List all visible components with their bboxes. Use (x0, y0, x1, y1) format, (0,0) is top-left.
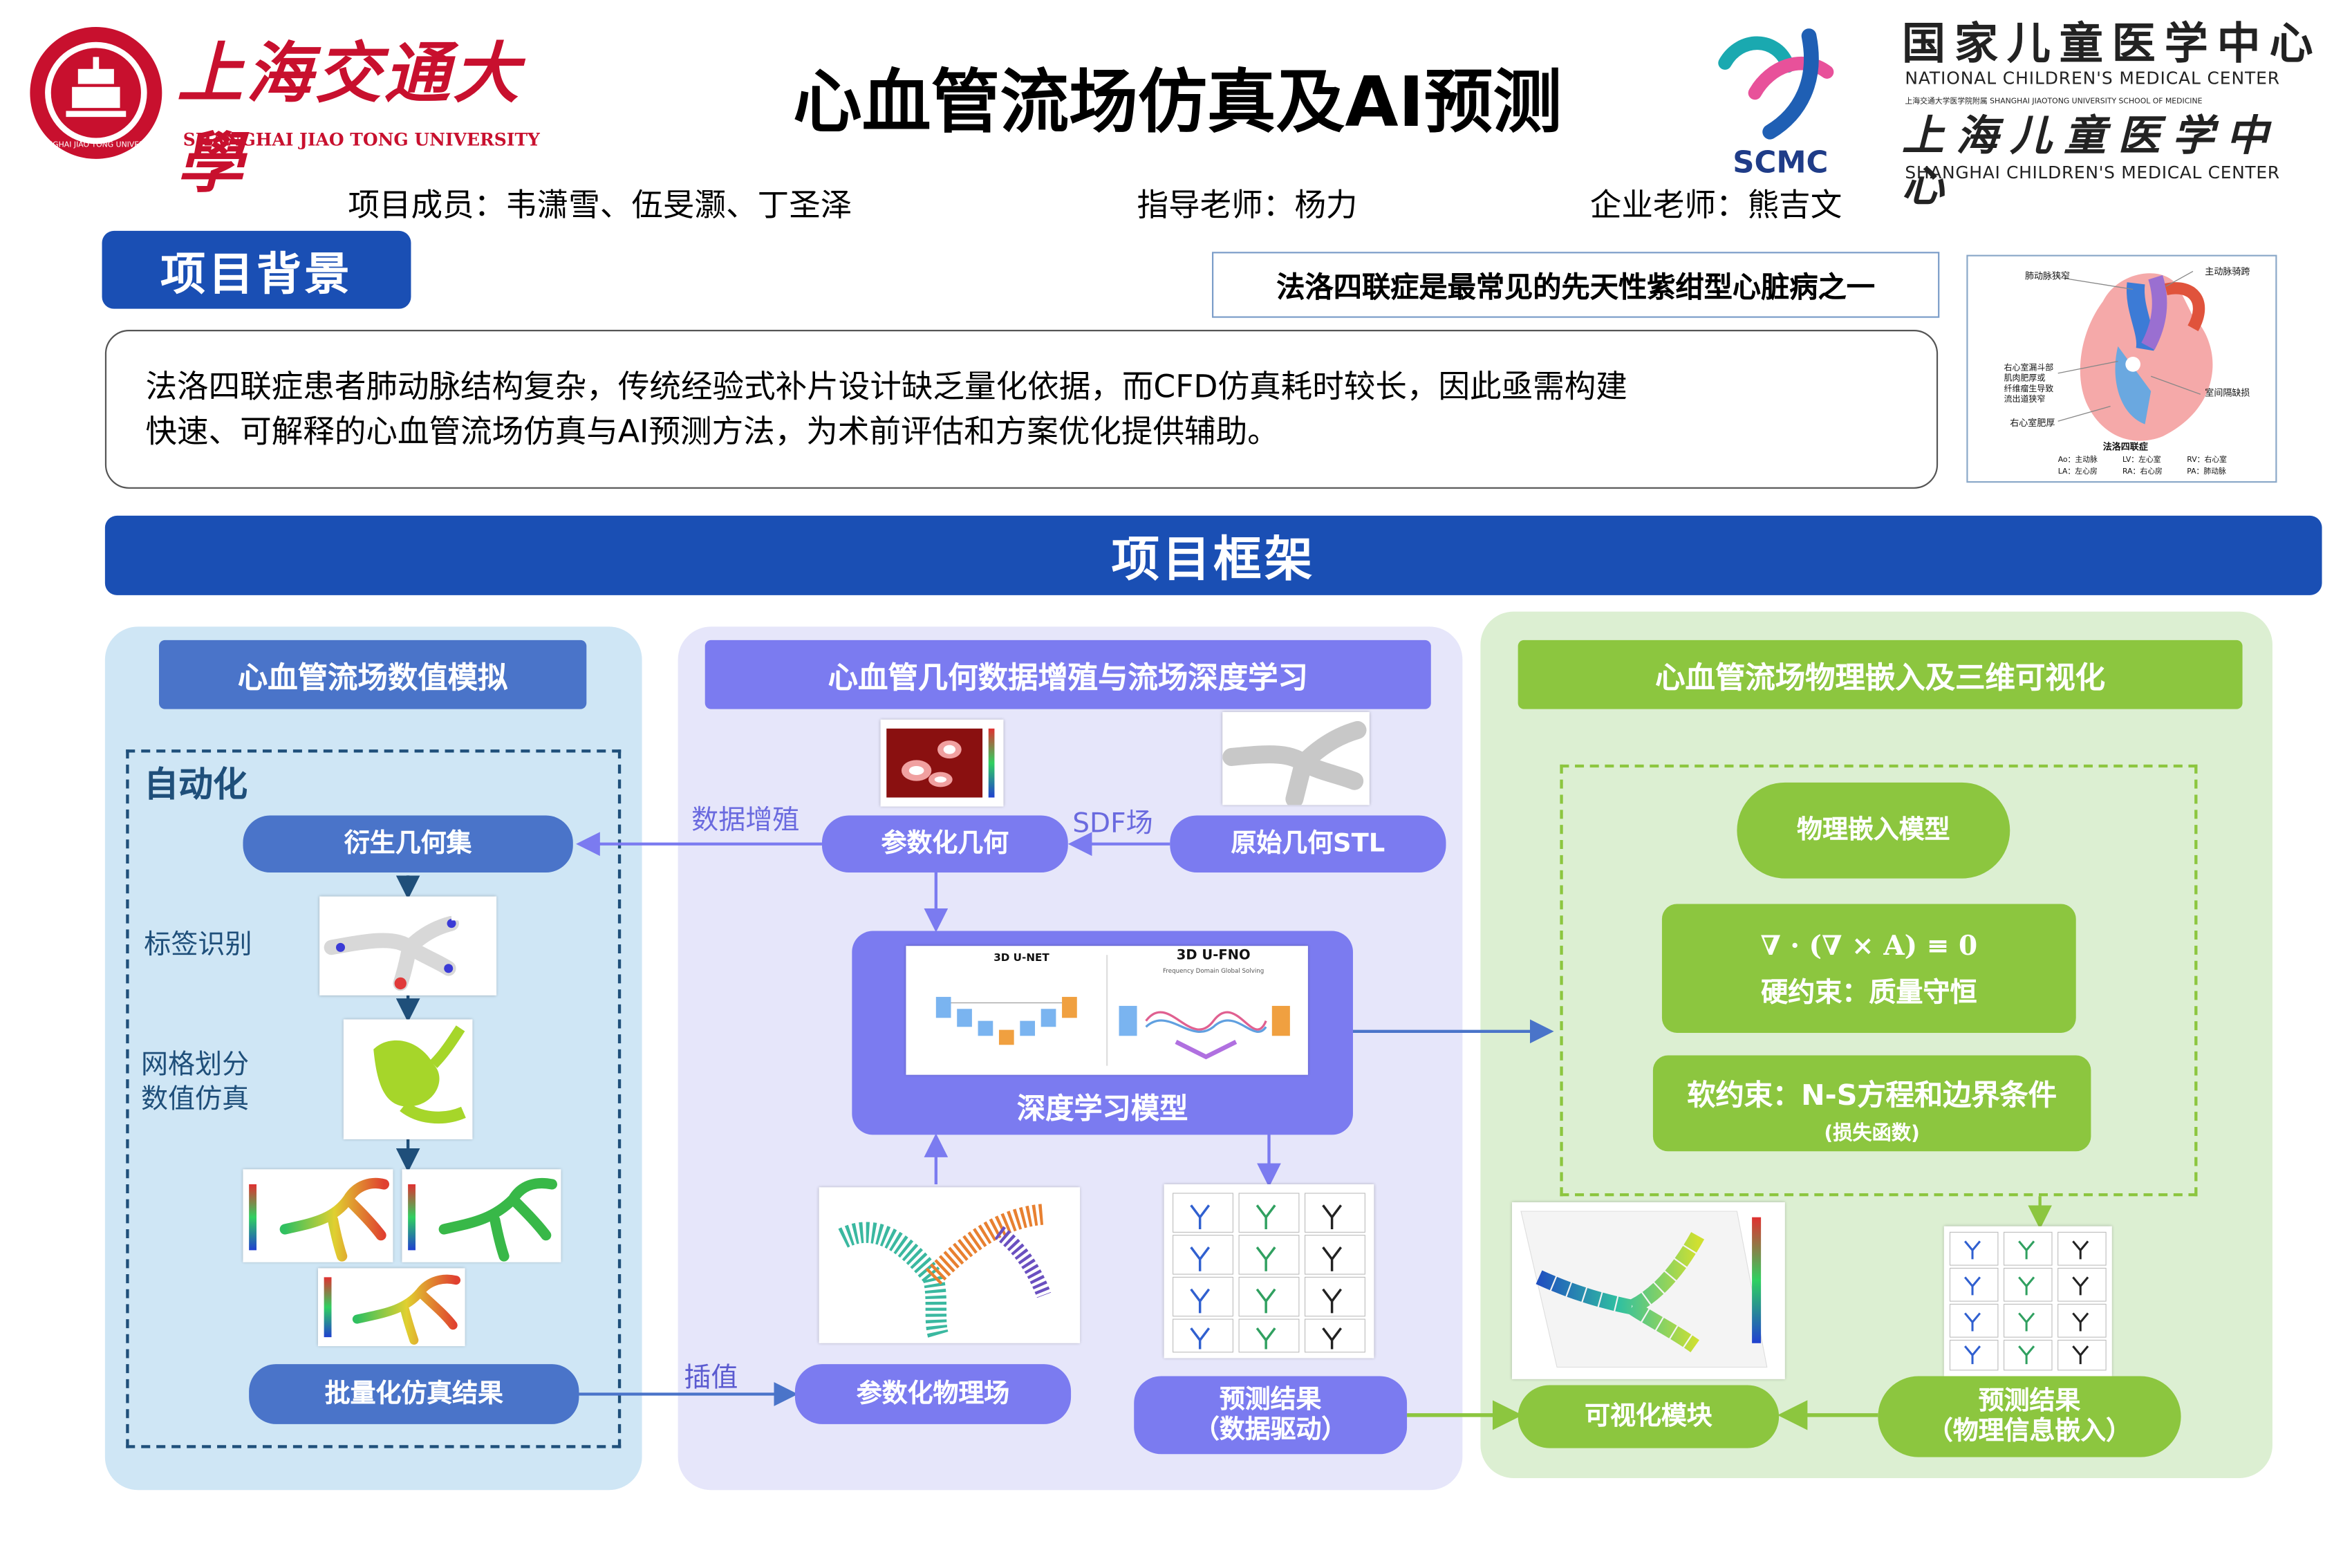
streamline-visualization-image (1511, 1202, 1785, 1379)
prediction-physics-sub: （物理信息嵌入） (1927, 1417, 2132, 1447)
physics-model-pill: 物理嵌入模型 (1737, 782, 2010, 879)
batch-results-pill: 批量化仿真结果 (249, 1364, 579, 1424)
simulation-result-image-3 (317, 1268, 465, 1347)
sdf-label: SDF场 (1072, 808, 1153, 840)
soft-constraint-text: 软约束：N-S方程和边界条件 (1687, 1079, 2057, 1112)
framework-title: 项目框架 (104, 515, 2322, 595)
prediction-sub: （数据驱动） (1194, 1415, 1347, 1446)
enterprise-advisor-text: 企业老师：熊吉文 (1589, 187, 1842, 224)
diagram-legend-pa: PA：肺动脉 (2187, 467, 2226, 477)
diagram-caption: 法洛四联症 (2102, 442, 2148, 453)
interpolation-label: 插值 (684, 1362, 738, 1394)
col3-header: 心血管流场物理嵌入及三维可视化 (1518, 640, 2243, 709)
dl-model-box: 3D U-NET 3D U-FNO Frequency Domain Globa… (852, 931, 1353, 1135)
automation-label: 自动化 (144, 766, 248, 805)
hard-constraint-text: 硬约束：质量守恒 (1761, 977, 1977, 1009)
soft-constraint-sub: (损失函数) (1824, 1123, 1920, 1146)
diagram-legend-ao: Ao：主动脉 (2057, 456, 2098, 465)
diagram-label-pulmonary-stenosis: 肺动脉狭窄 (2024, 271, 2071, 282)
mesh-simulation-text: 网格划分 数值仿真 (141, 1049, 249, 1117)
label-recognition-image (319, 896, 497, 996)
diagram-label-rvh: 右心室肥厚 (2010, 418, 2055, 429)
prediction-grid-image-1 (1164, 1184, 1374, 1359)
tof-heart-diagram: 肺动脉狭窄 主动脉骑跨 右心室漏斗部 肌肉肥厚或 纤维瘤生导致 流出道狭窄 室间… (1966, 254, 2277, 483)
unet-label: 3D U-NET (993, 951, 1049, 964)
prediction-physics-title: 预测结果 (1978, 1385, 2081, 1417)
diagram-label-rvot: 右心室漏斗部 肌肉肥厚或 纤维瘤生导致 流出道狭窄 (2004, 364, 2054, 405)
ufno-label: 3D U-FNO (1176, 949, 1251, 964)
background-text-line2: 快速、可解释的心血管流场仿真与AI预测方法，为术前评估和方案优化提供辅助。 (145, 413, 1279, 450)
dl-model-label: 深度学习模型 (1016, 1092, 1188, 1126)
poster-title: 心血管流场仿真及AI预测 (792, 61, 1562, 142)
sjtu-name-cn: 上海交通大學 (177, 36, 523, 203)
physics-dashed-box (1560, 764, 2198, 1197)
diagram-legend-ra: RA：右心房 (2122, 467, 2163, 477)
visualization-module-pill: 可视化模块 (1518, 1385, 1780, 1448)
hospital-name-cn: 上海儿童医学中心 (1902, 111, 2280, 212)
data-augmentation-label: 数据增殖 (691, 805, 800, 837)
background-text-box: 法洛四联症患者肺动脉结构复杂，传统经验式补片设计缺乏量化依据，而CFD仿真耗时较… (104, 330, 1939, 489)
diagram-label-overriding-aorta: 主动脉骑跨 (2205, 266, 2250, 278)
label-recognition-text: 标签识别 (144, 929, 252, 961)
dl-architecture-image: 3D U-NET 3D U-FNO Frequency Domain Globa… (906, 946, 1308, 1075)
parametric-field-pill: 参数化物理场 (794, 1364, 1072, 1424)
scmc-logo-icon (1710, 21, 1860, 165)
mesh-line: 网格划分 (140, 1049, 250, 1081)
diagram-legend-lv: LV：左心室 (2122, 456, 2161, 465)
divergence-formula: ∇ · (∇ × A) ≡ 0 (1760, 931, 1978, 963)
raw-stl-image (1222, 711, 1370, 805)
sjtu-seal-text: SHANGHAI JIAO TONG UNIVERSITY (31, 140, 161, 150)
col1-header: 心血管流场数值模拟 (158, 640, 587, 709)
soft-constraint-box: 软约束：N-S方程和边界条件 (损失函数) (1652, 1055, 2091, 1152)
diagram-legend-rv: RV：右心室 (2187, 456, 2228, 465)
sdf-field-image (880, 719, 1004, 807)
heart-icon (2057, 270, 2213, 441)
hospital-name-en: SHANGHAI CHILDREN'S MEDICAL CENTER (1905, 162, 2280, 183)
center-name-cn: 国家儿童医学中心 (1902, 18, 2322, 69)
members-text: 项目成员：韦潇雪、伍旻灏、丁圣泽 (348, 187, 852, 224)
hard-constraint-box: ∇ · (∇ × A) ≡ 0 硬约束：质量守恒 (1661, 904, 2076, 1033)
ufno-sub: Frequency Domain Global Solving (1163, 967, 1264, 975)
point-cloud-image (819, 1187, 1081, 1343)
mesh-image (343, 1019, 473, 1139)
col2-header: 心血管几何数据增殖与流场深度学习 (704, 640, 1431, 709)
prediction-grid-image-2 (1943, 1226, 2112, 1376)
background-text-line1: 法洛四联症患者肺动脉结构复杂，传统经验式补片设计缺乏量化依据，而CFD仿真耗时较… (145, 368, 1627, 405)
diagram-label-vsd: 室间隔缺损 (2205, 388, 2250, 399)
simulation-result-image-1 (243, 1169, 393, 1262)
center-name-en: NATIONAL CHILDREN'S MEDICAL CENTER (1905, 67, 2280, 88)
simulation-line: 数值仿真 (140, 1083, 250, 1115)
prediction-data-driven-pill: 预测结果 （数据驱动） (1134, 1376, 1408, 1455)
diagram-legend-la: LA：左心房 (2057, 467, 2098, 477)
advisor-text: 指导老师：杨力 (1137, 187, 1358, 224)
tof-note: 法洛四联症是最常见的先天性紫绀型心脏病之一 (1212, 252, 1940, 318)
derived-geometry-pill: 衍生几何集 (243, 815, 573, 872)
parametric-geometry-pill: 参数化几何 (821, 815, 1068, 872)
simulation-result-image-2 (402, 1169, 561, 1262)
background-section-title: 项目背景 (102, 230, 411, 309)
sjtu-name-en: SHANGHAI JIAO TONG UNIVERSITY (183, 129, 540, 150)
prediction-title: 预测结果 (1219, 1384, 1322, 1415)
sjtu-seal-icon: SHANGHAI JIAO TONG UNIVERSITY (27, 24, 165, 162)
raw-stl-pill: 原始几何STL (1170, 815, 1446, 872)
prediction-physics-pill: 预测结果 （物理信息嵌入） (1878, 1376, 2181, 1457)
center-school-text: 上海交通大学医学院附属 SHANGHAI JIAOTONG UNIVERSITY… (1905, 97, 2203, 106)
scmc-text: SCMC (1733, 144, 1829, 180)
automation-dashed-box (126, 749, 622, 1448)
